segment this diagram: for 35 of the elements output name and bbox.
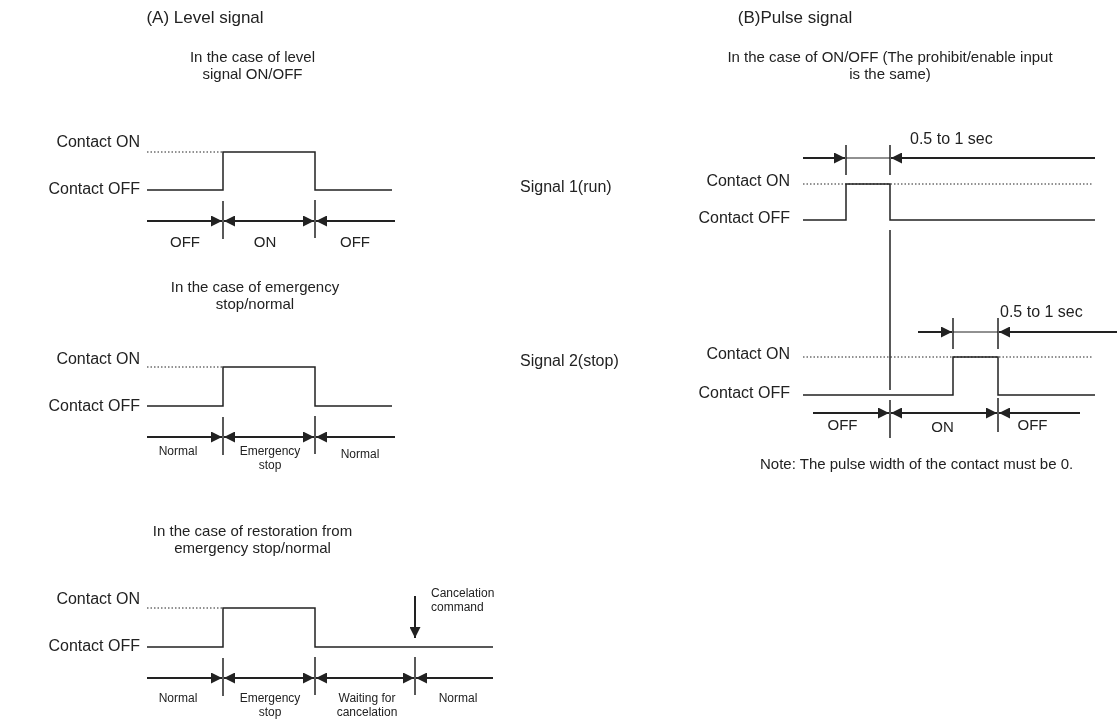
level-label: Contact ON bbox=[55, 590, 140, 609]
interval-label: Emergency stop bbox=[238, 692, 302, 720]
case-heading: In the case of level signal ON/OFF bbox=[188, 48, 317, 83]
note-text: Note: The pulse width of the contact must be 0. bbox=[760, 455, 1075, 473]
level-label: Contact ON bbox=[705, 345, 790, 364]
annotation-label: Cancelation command bbox=[431, 587, 496, 615]
duration-label: 0.5 to 1 sec bbox=[1000, 303, 1084, 322]
section-heading: (A) Level signal bbox=[145, 8, 265, 28]
level-label: Contact ON bbox=[55, 350, 140, 369]
interval-label: OFF bbox=[826, 416, 859, 434]
interval-label: ON bbox=[930, 418, 955, 436]
level-label: Contact OFF bbox=[47, 637, 140, 656]
duration-label: 0.5 to 1 sec bbox=[910, 130, 994, 149]
interval-label: OFF bbox=[1016, 416, 1049, 434]
interval-label: OFF bbox=[339, 233, 371, 251]
level-label: Contact OFF bbox=[47, 180, 140, 199]
interval-label: Normal bbox=[157, 692, 199, 706]
interval-label: Emergency stop bbox=[238, 445, 302, 473]
level-label: Contact ON bbox=[55, 133, 140, 152]
interval-label: Normal bbox=[339, 448, 381, 462]
level-label: Contact OFF bbox=[697, 384, 790, 403]
interval-label: Normal bbox=[437, 692, 479, 706]
level-label: Contact ON bbox=[705, 172, 790, 191]
level-label: Contact OFF bbox=[47, 397, 140, 416]
level-label: Contact OFF bbox=[697, 209, 790, 228]
section-heading: (B)Pulse signal bbox=[736, 8, 854, 28]
signal-label: Signal 1(run) bbox=[520, 178, 613, 197]
interval-label: OFF bbox=[169, 233, 201, 251]
signal-label: Signal 2(stop) bbox=[520, 352, 620, 371]
interval-label: Normal bbox=[157, 445, 199, 459]
case-heading: In the case of restoration from emergency stop/normal bbox=[151, 522, 354, 557]
interval-label: Waiting for cancelation bbox=[335, 692, 399, 720]
interval-label: ON bbox=[252, 233, 278, 251]
case-heading: In the case of ON/OFF (The prohibit/enable input is the same) bbox=[726, 48, 1054, 83]
case-heading: In the case of emergency stop/normal bbox=[169, 278, 341, 313]
